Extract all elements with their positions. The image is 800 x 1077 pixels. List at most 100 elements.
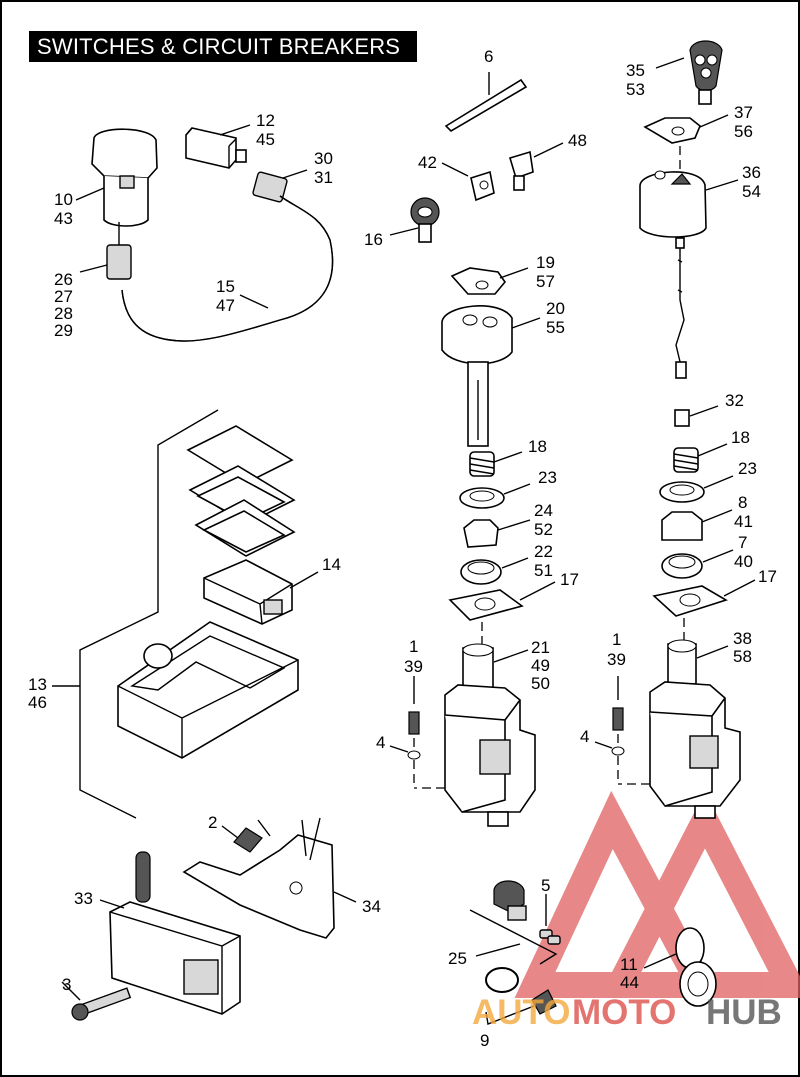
callout-18-right: 18 [731, 428, 750, 447]
oring-part-9 [485, 967, 557, 1025]
callout-16: 16 [364, 230, 383, 249]
callout-39-left: 39 [404, 657, 423, 676]
switch-part-25 [469, 880, 558, 965]
screw-part-1-left [408, 676, 420, 748]
callout-23-right: 23 [738, 459, 757, 478]
callout-55: 55 [546, 318, 565, 337]
cam-part-8 [661, 509, 733, 541]
callout-23-left: 23 [538, 468, 557, 487]
screw-part-3 [61, 981, 132, 1021]
callout-25: 25 [448, 949, 467, 968]
callout-14: 14 [322, 555, 341, 574]
bracket-part-19 [450, 267, 529, 295]
spring-part-18-left [469, 451, 523, 477]
callout-36: 36 [742, 163, 761, 182]
callout-48: 48 [568, 131, 587, 150]
callout-29: 29 [54, 321, 73, 340]
callout-13: 13 [28, 675, 47, 694]
callout-labels: 6 35 53 12 45 37 56 10 43 30 31 42 48 36… [28, 47, 777, 1050]
battery-box-part-13 [117, 621, 299, 759]
ignition-switch-body-part-21 [414, 643, 536, 827]
screw-part-2 [221, 819, 271, 853]
assembly-bracket-part-13 [52, 409, 219, 819]
callout-12: 12 [256, 111, 275, 130]
callout-44: 44 [620, 973, 639, 992]
callout-5: 5 [541, 876, 550, 895]
mounting-bracket-part-34 [182, 817, 357, 939]
callout-34: 34 [362, 897, 381, 916]
callout-42: 42 [418, 153, 437, 172]
key-fob-part-35 [655, 40, 723, 105]
circuit-breaker-part-12 [185, 124, 251, 169]
ignition-switch-body-part-38 [618, 639, 741, 819]
callout-58: 58 [733, 647, 752, 666]
ignition-cover-part-36 [639, 170, 739, 379]
ring-part-7 [661, 549, 734, 579]
callout-56: 56 [734, 122, 753, 141]
relay-part-10 [75, 128, 158, 227]
callout-35: 35 [626, 61, 645, 80]
callout-54: 54 [742, 182, 761, 201]
cable-tie-part-6 [444, 72, 528, 133]
callout-38: 38 [733, 629, 752, 648]
washer-part-4-left [389, 745, 421, 788]
key-part-42 [441, 162, 495, 202]
callout-15: 15 [216, 277, 235, 296]
plug-part-5 [539, 894, 561, 945]
callout-37: 37 [734, 103, 753, 122]
callout-28: 28 [54, 304, 73, 323]
callout-6: 6 [484, 47, 493, 66]
plate-part-17-right [652, 579, 756, 644]
callout-7: 7 [738, 533, 747, 552]
callout-22: 22 [534, 542, 553, 561]
key-part-48 [509, 142, 564, 191]
callout-18-left: 18 [528, 437, 547, 456]
callout-10: 10 [54, 190, 73, 209]
callout-33: 33 [74, 889, 93, 908]
callout-17-right: 17 [758, 567, 777, 586]
callout-4-left: 4 [376, 733, 385, 752]
switch-cover-part-20 [441, 305, 541, 447]
callout-52: 52 [534, 520, 553, 539]
callout-21: 21 [531, 638, 550, 657]
connector-part-26 [79, 222, 132, 280]
watermark-hub: HUB [706, 993, 782, 1032]
ring-part-23-right [659, 475, 734, 503]
callout-27: 27 [54, 287, 73, 306]
callout-31: 31 [314, 168, 333, 187]
screw-part-1-right [612, 676, 624, 744]
callout-19: 19 [536, 253, 555, 272]
callout-43: 43 [54, 209, 73, 228]
callout-57: 57 [536, 272, 555, 291]
callout-8: 8 [738, 493, 747, 512]
cover-part-11 [643, 927, 717, 1007]
page-title: SWITCHES & CIRCUIT BREAKERS [37, 34, 401, 59]
control-module-part-33 [99, 851, 241, 1015]
callout-9: 9 [480, 1031, 489, 1050]
watermark-moto: MOTO [572, 993, 676, 1032]
callout-2: 2 [208, 813, 217, 832]
battery-part-14 [203, 559, 319, 625]
callout-53: 53 [626, 80, 645, 99]
ring-part-22 [460, 557, 529, 585]
plate-part-17-left [448, 581, 556, 648]
callout-20: 20 [546, 299, 565, 318]
connector-part-32 [674, 405, 719, 427]
connector-harness-part-15 [121, 169, 334, 342]
ring-part-23-left [459, 483, 531, 509]
callout-30: 30 [314, 149, 333, 168]
spring-part-18-right [673, 443, 728, 473]
lock-cylinder-part-16 [389, 197, 440, 243]
callout-4-right: 4 [580, 727, 589, 746]
callout-51: 51 [534, 561, 553, 580]
callout-11: 11 [620, 955, 638, 974]
callout-32: 32 [725, 391, 744, 410]
callout-50: 50 [531, 674, 550, 693]
bracket-part-37 [643, 114, 729, 170]
callout-1-left: 1 [409, 637, 418, 656]
watermark-text: AUTO MOTO HUB [472, 993, 782, 1032]
watermark-auto: AUTO [472, 993, 571, 1032]
callout-24: 24 [534, 501, 553, 520]
callout-39-right: 39 [607, 650, 626, 669]
